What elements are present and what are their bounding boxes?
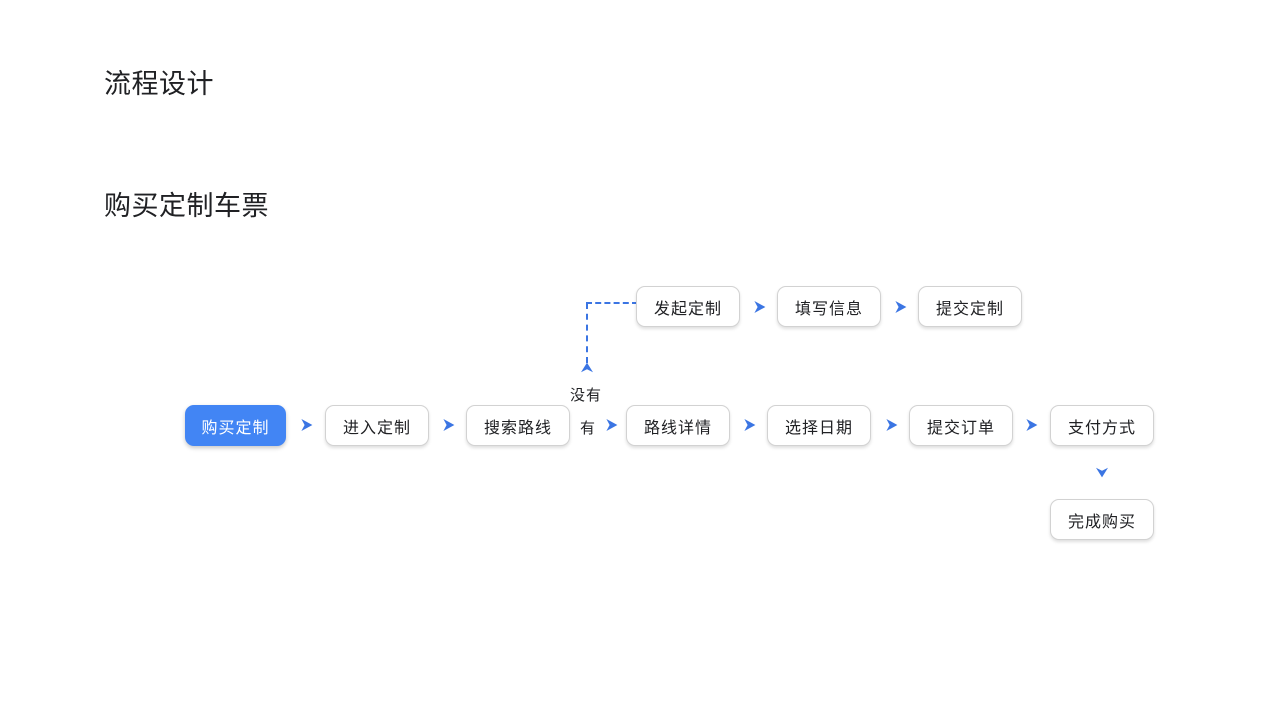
flow-node-label: 完成购买 [1067, 513, 1136, 531]
flow-node-wanchenggoumai[interactable]: 完成购买 [1050, 499, 1154, 540]
flow-node-luxianxiangqing[interactable]: 路线详情 [626, 405, 730, 446]
page-title: 流程设计 [104, 69, 214, 99]
arrow-right-icon [884, 417, 900, 433]
branch-label-has-route: 有 [580, 420, 597, 437]
dashed-branch-connector-vertical [586, 303, 588, 363]
dashed-branch-connector-horizontal [586, 302, 638, 304]
flow-node-label: 提交订单 [926, 419, 995, 437]
section-title: 购买定制车票 [104, 191, 269, 221]
arrow-right-icon [742, 417, 758, 433]
arrow-right-icon [893, 299, 909, 315]
flow-node-faqidingzhi[interactable]: 发起定制 [636, 286, 740, 327]
arrow-right-icon [1024, 417, 1040, 433]
flow-node-sousuoluxian[interactable]: 搜索路线 [466, 405, 570, 446]
branch-label-no-route: 没有 [570, 387, 603, 404]
flow-node-label: 发起定制 [653, 300, 722, 318]
flow-node-label: 填写信息 [794, 300, 863, 318]
flow-node-label: 进入定制 [342, 419, 411, 437]
flow-node-label: 路线详情 [643, 419, 712, 437]
flow-node-label: 提交定制 [935, 300, 1004, 318]
arrow-right-icon [441, 417, 457, 433]
arrow-down-icon [1094, 464, 1110, 480]
flow-node-tijiaodingzhi[interactable]: 提交定制 [918, 286, 1022, 327]
flow-node-label: 购买定制 [201, 419, 270, 437]
flow-node-goumaidingzhi[interactable]: 购买定制 [185, 405, 286, 446]
arrow-up-icon [579, 360, 595, 376]
arrow-right-icon [604, 417, 620, 433]
flow-node-label: 选择日期 [784, 419, 853, 437]
flow-node-tijiaodingdan[interactable]: 提交订单 [909, 405, 1013, 446]
flow-node-label: 支付方式 [1067, 419, 1136, 437]
flow-node-zhifufangshi[interactable]: 支付方式 [1050, 405, 1154, 446]
flow-node-tianxiexinxi[interactable]: 填写信息 [777, 286, 881, 327]
flow-node-xuanzeriqi[interactable]: 选择日期 [767, 405, 871, 446]
arrow-right-icon [752, 299, 768, 315]
flow-node-jinrudingzhi[interactable]: 进入定制 [325, 405, 429, 446]
arrow-right-icon [299, 417, 315, 433]
flow-node-label: 搜索路线 [483, 419, 552, 437]
